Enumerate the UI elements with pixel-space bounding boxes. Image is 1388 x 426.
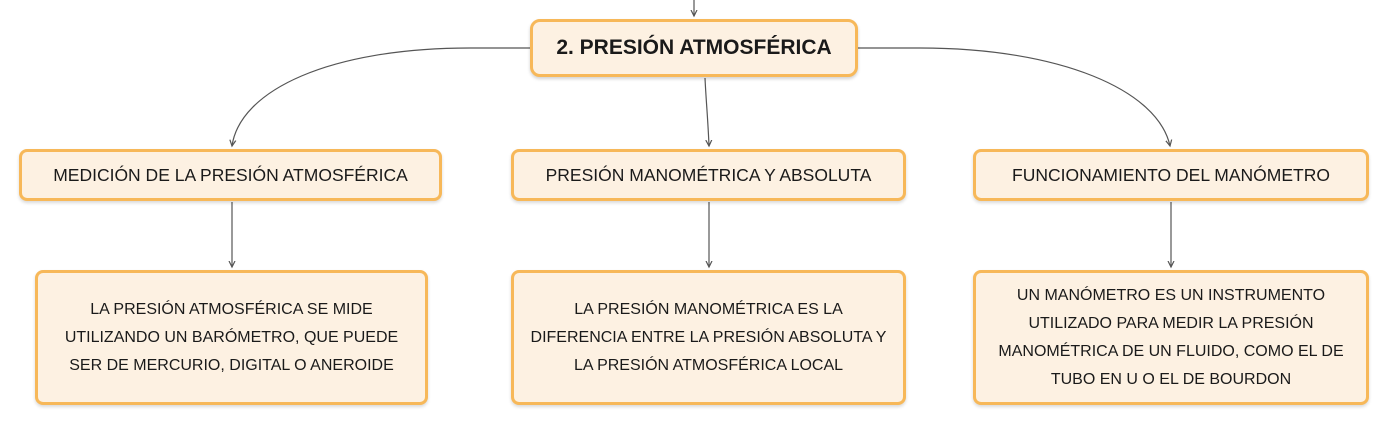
- connector-root-to-branch-3: [858, 47, 1170, 146]
- subtopic-presion-manometrica-label: PRESIÓN MANOMÉTRICA Y ABSOLUTA: [545, 164, 872, 185]
- detail-medicion-text: LA PRESIÓN ATMOSFÉRICA SE MIDE UTILIZAND…: [64, 300, 399, 374]
- detail-funcionamiento-text: UN MANÓMETRO ES UN INSTRUMENTO UTILIZADO…: [998, 286, 1344, 388]
- detail-funcionamiento[interactable]: UN MANÓMETRO ES UN INSTRUMENTO UTILIZADO…: [973, 270, 1369, 405]
- subtopic-funcionamiento-label: FUNCIONAMIENTO DEL MANÓMETRO: [1012, 164, 1330, 185]
- connector-root-to-branch-1: [232, 47, 530, 146]
- subtopic-presion-manometrica[interactable]: PRESIÓN MANOMÉTRICA Y ABSOLUTA: [511, 149, 906, 201]
- connector-root-to-branch-2: [704, 77, 709, 146]
- subtopic-funcionamiento[interactable]: FUNCIONAMIENTO DEL MANÓMETRO: [973, 149, 1369, 201]
- root-topic-label: 2. PRESIÓN ATMOSFÉRICA: [556, 36, 832, 59]
- root-topic[interactable]: 2. PRESIÓN ATMOSFÉRICA: [530, 19, 858, 77]
- detail-presion-manometrica[interactable]: LA PRESIÓN MANOMÉTRICA ES LA DIFERENCIA …: [511, 270, 906, 405]
- detail-presion-manometrica-text: LA PRESIÓN MANOMÉTRICA ES LA DIFERENCIA …: [530, 300, 887, 374]
- detail-medicion[interactable]: LA PRESIÓN ATMOSFÉRICA SE MIDE UTILIZAND…: [35, 270, 428, 405]
- subtopic-medicion[interactable]: MEDICIÓN DE LA PRESIÓN ATMOSFÉRICA: [19, 149, 442, 201]
- subtopic-medicion-label: MEDICIÓN DE LA PRESIÓN ATMOSFÉRICA: [53, 164, 408, 185]
